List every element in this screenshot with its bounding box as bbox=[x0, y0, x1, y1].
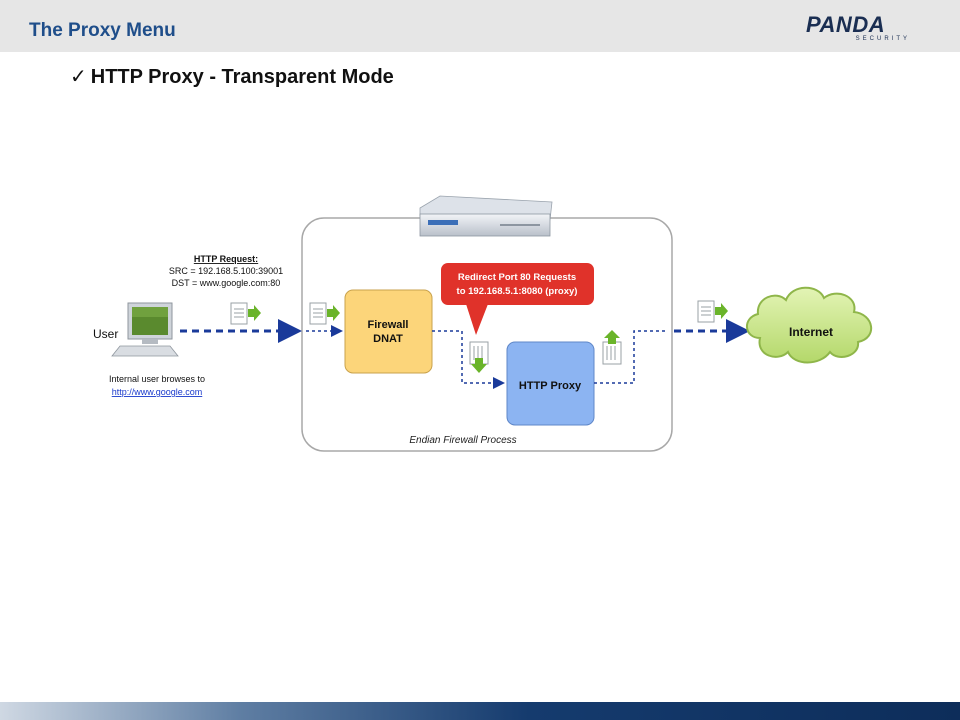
internet-document-icon bbox=[697, 300, 728, 323]
logo-wordmark: PANDA bbox=[806, 12, 886, 37]
process-label: Endian Firewall Process bbox=[409, 435, 516, 446]
firewall-label-line2: DNAT bbox=[373, 333, 403, 345]
proxy-out-document-icon bbox=[602, 330, 622, 365]
redirect-callout: Redirect Port 80 Requests to 192.168.5.1… bbox=[441, 263, 594, 335]
firewall-dnat-box bbox=[344, 289, 433, 374]
bullet-heading: ✓HTTP Proxy - Transparent Mode bbox=[70, 64, 394, 89]
redirect-document-icon bbox=[469, 341, 489, 373]
arrow-proxy-out bbox=[594, 330, 668, 384]
firewall-appliance-icon bbox=[419, 195, 553, 237]
user-label: User bbox=[93, 327, 118, 341]
header-bar: The Proxy Menu PANDA SECURITY bbox=[0, 0, 960, 52]
http-proxy-label: HTTP Proxy bbox=[519, 380, 582, 392]
callout-line2: to 192.168.5.1:8080 (proxy) bbox=[457, 286, 578, 297]
firewall-in-document-icon bbox=[309, 302, 340, 325]
arrow-firewall-to-proxy bbox=[461, 331, 505, 389]
checkmark-icon: ✓ bbox=[70, 66, 87, 88]
internet-cloud-icon bbox=[746, 286, 873, 364]
logo-subtitle: SECURITY bbox=[855, 36, 910, 42]
request-src: SRC = 192.168.5.100:39001 bbox=[169, 266, 283, 276]
footer-bar bbox=[0, 702, 960, 720]
page-title: The Proxy Menu bbox=[29, 20, 176, 41]
user-note-link: http://www.google.com bbox=[112, 387, 203, 397]
user-computer-icon bbox=[111, 302, 179, 357]
user-note-line1: Internal user browses to bbox=[109, 374, 205, 384]
panda-security-logo: PANDA SECURITY bbox=[806, 14, 912, 44]
flow-arrows bbox=[180, 319, 750, 389]
request-dst: DST = www.google.com:80 bbox=[172, 278, 281, 288]
internet-label: Internet bbox=[789, 325, 833, 339]
request-title: HTTP Request: bbox=[194, 254, 258, 264]
callout-line1: Redirect Port 80 Requests bbox=[458, 272, 576, 283]
firewall-label-line1: Firewall bbox=[368, 319, 409, 331]
request-document-icon bbox=[230, 302, 261, 325]
bullet-text: HTTP Proxy - Transparent Mode bbox=[90, 66, 394, 88]
